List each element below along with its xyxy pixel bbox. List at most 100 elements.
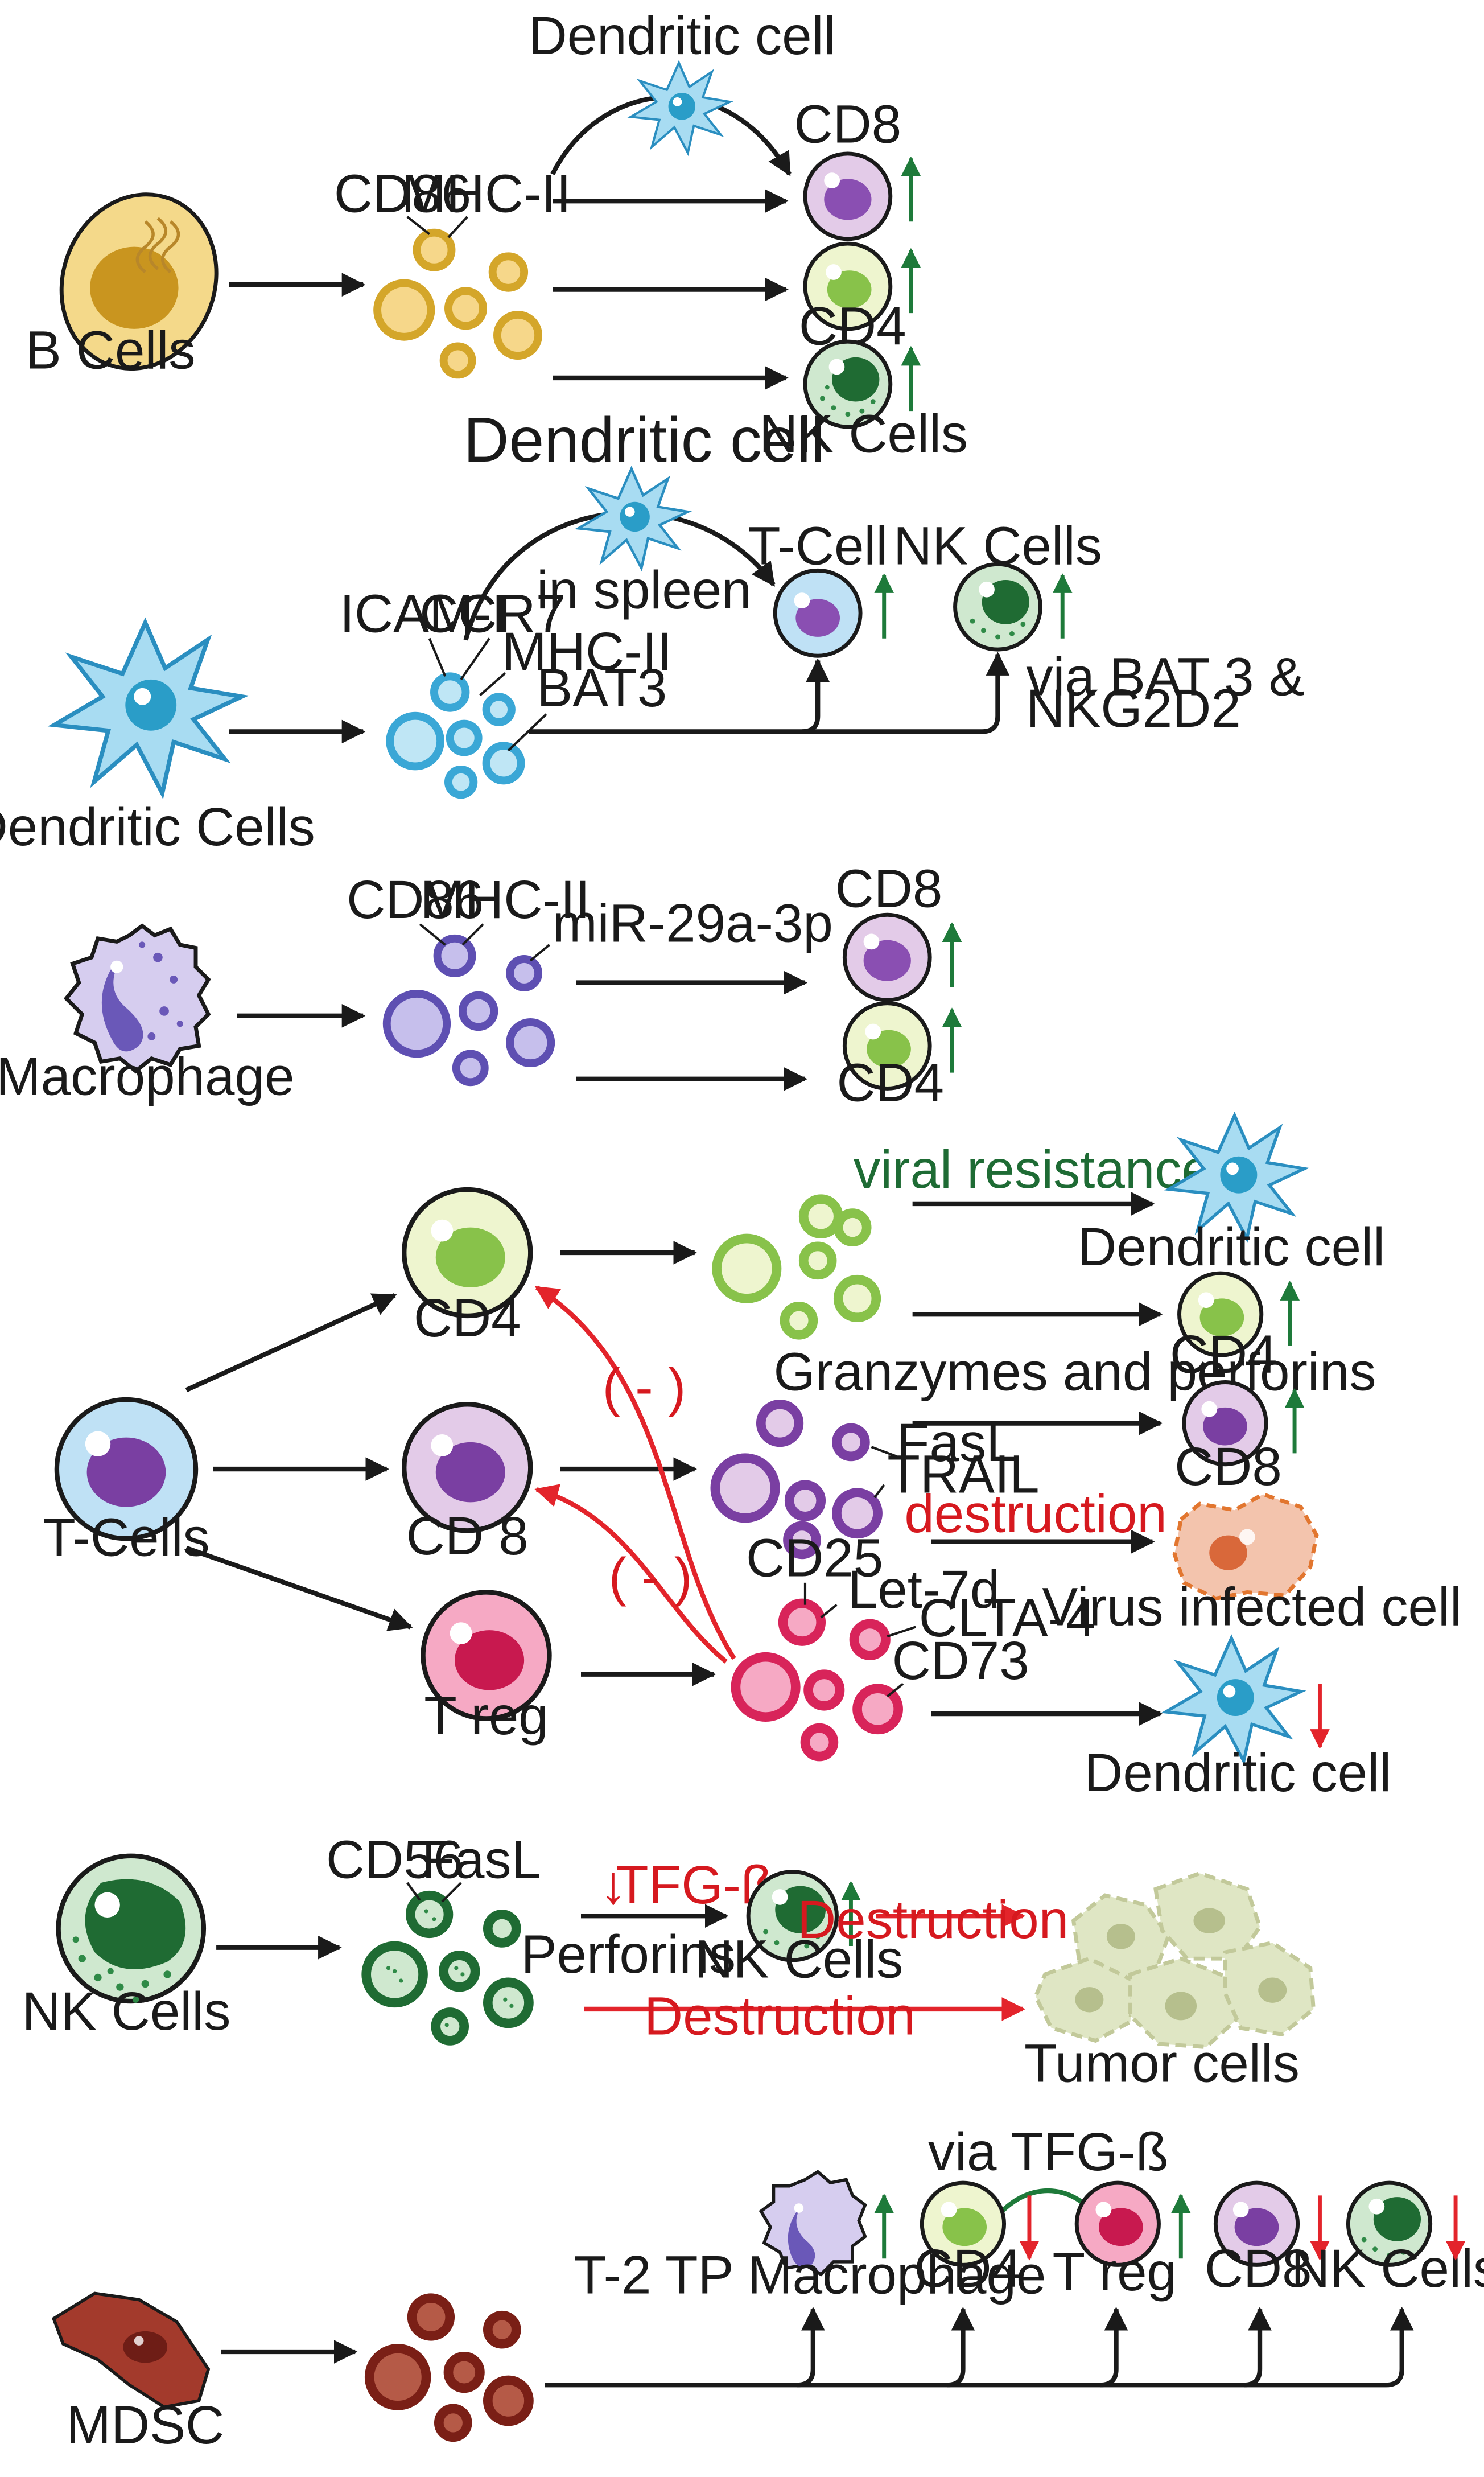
mdsc-target-label-treg: T reg: [1053, 2242, 1177, 2302]
mdsc-arrow-treg: [1100, 2306, 1128, 2388]
macrophage-exo-label-cd86: CD86: [347, 870, 484, 929]
dc-via-label-line2: NKG2D2: [1026, 678, 1240, 738]
dc-spleen-dendritic-cell: [579, 468, 688, 568]
mdsc-target-macrophage-cell: [759, 2170, 867, 2277]
nk-destruction-label-1: Destruction: [797, 1890, 1069, 1949]
nk-target-cell: [746, 1870, 839, 1962]
macrophage-target-cd4-cell: [842, 1001, 932, 1091]
bcell-target-cd8-label: CD8: [794, 94, 902, 154]
tcell-treg-inhibit-cd8-arrow: [534, 1484, 728, 1664]
tcell-right-label-virus: Virus infected cell: [1042, 1577, 1462, 1637]
bcell-source-label: B Cells: [26, 320, 196, 380]
macrophage-source-label: Macrophage: [0, 1047, 294, 1106]
nk-tumor-label: Tumor cells: [1024, 2034, 1300, 2093]
dc-exo-label-mhcii: MHC-II: [502, 622, 672, 681]
dc-nk-cell: [953, 562, 1042, 652]
bcell-target-nk-cell: [803, 339, 893, 429]
mdsc-source-label: MDSC: [66, 2395, 224, 2455]
mdsc-arrow-cd8: [1244, 2306, 1272, 2388]
dc-nk-label: NK Cells: [893, 516, 1102, 575]
tcell-source-label: T-Cells: [43, 1508, 210, 1567]
mdsc-target-treg-cell: [1074, 2180, 1161, 2267]
tcell-right-label-cd4: CD4: [1170, 1324, 1277, 1384]
nk-tgf-label: TFG-ß: [616, 1855, 774, 1915]
tcell-cd4-exosomes: [712, 1194, 881, 1340]
mdsc-arrow-macrophage: [797, 2306, 825, 2388]
nk-exo-label-cd56: CD56: [326, 1830, 463, 1890]
bcell-dc-label: Dendritic cell: [529, 6, 836, 65]
dc-source-label: Dendritic Cells: [0, 797, 315, 857]
bcell-exosomes: [373, 228, 543, 379]
dc-arrow-to-nk: [802, 652, 1010, 734]
section-bcell: B Cells CD86 MHC-II Dendritic cell CD8: [26, 6, 968, 463]
tcell-treg-label: T reg: [424, 1686, 548, 1746]
mdsc-exosomes: [364, 2293, 534, 2442]
tcell-cd8-cell: [402, 1402, 533, 1533]
tcell-treg-exosomes: [731, 1598, 903, 1762]
nk-exo-label-perforins: Perforins: [521, 1924, 736, 1984]
mdsc-target-label-cd8: CD8: [1205, 2239, 1312, 2298]
tcell-cd4-cell: [402, 1187, 533, 1319]
nk-source-cell: [56, 1853, 207, 2004]
tcell-right-label-dc2: Dendritic cell: [1084, 1743, 1391, 1803]
bcell-exo-label-mhcii: MHC-II: [401, 164, 571, 224]
nk-exosomes: [361, 1890, 534, 2046]
section-dc: Dendritic Cells ICAM-I CCR7 MHC-II BAT3 …: [0, 405, 1305, 857]
nk-target-label: NK Cells: [694, 1929, 903, 1989]
tcell-treg-cell: [421, 1590, 552, 1721]
dc-exo-label-bat3: BAT3: [537, 658, 667, 718]
tcell-granzymes-label: Granzymes and perforins: [773, 1342, 1376, 1401]
nk-tumor-cells: [1033, 1871, 1316, 2050]
macrophage-target-cd4-label: CD4: [836, 1053, 944, 1113]
nk-tgf-down-arrow: ↓: [600, 1855, 626, 1915]
bcell-target-nk-label: NK Cells: [759, 404, 968, 463]
section-nk: NK Cells CD56 FasL Perforins ↓ TFG-ß NK …: [22, 1830, 1316, 2093]
tcell-inhibit-label-2: ( - ): [609, 1547, 692, 1607]
macrophage-exo-label-mhcii: MHC-II: [421, 870, 591, 929]
section-mdsc: MDSC via TFG-ß T-2 TP Macrophage: [51, 2122, 1484, 2455]
tcell-arrow-cd4: [185, 1293, 397, 1393]
tcell-treg-inhibit-cd4-arrow: [534, 1285, 736, 1660]
tcell-right-label-dc1: Dendritic cell: [1078, 1217, 1385, 1277]
tcell-right-cd4-cell: [1177, 1271, 1264, 1357]
dc-spleen-label: in spleen: [537, 560, 752, 620]
mdsc-target-nk-cell: [1346, 2180, 1433, 2267]
tcell-treg-exo-cd73: CD73: [892, 1631, 1029, 1690]
tcell-treg-exo-clta4: CLTA-4: [919, 1588, 1096, 1648]
mdsc-arrow-cd4: [947, 2306, 975, 2388]
mdsc-source-cell: [51, 2291, 211, 2409]
macrophage-target-cd8-label: CD8: [835, 858, 943, 918]
dc-tcell-label: T-Cell: [748, 516, 888, 575]
tcell-cd8-exo-trail: TRAIL: [887, 1445, 1039, 1504]
mdsc-target-cd4-cell: [920, 2180, 1007, 2267]
bcell-exo-label-cd86: CD86: [334, 164, 471, 224]
tcell-cd8-exosomes: [710, 1399, 883, 1560]
dc-mid-label: Dendritic cell: [463, 405, 825, 475]
section-macrophage: Macrophage CD86 MHC-II miR-29a-3p CD8: [0, 858, 962, 1113]
dc-exo-label-ccr7: CCR7: [419, 584, 566, 644]
dc-exosomes: [386, 672, 525, 799]
tcell-treg-exo-let7d: Let-7d: [848, 1560, 1000, 1619]
mdsc-target-label-cd4: CD4: [914, 2239, 1021, 2298]
bcell-target-cd8-cell: [803, 151, 893, 241]
dc-tcell-cell: [773, 568, 863, 658]
bcell-source-cell: [59, 192, 219, 371]
nk-exo-label-fasl: FasL: [422, 1830, 541, 1890]
tcell-treg-exo-cd25: CD25: [746, 1528, 883, 1588]
dc-source-cell: [54, 623, 242, 793]
mdsc-target-cd8-cell: [1213, 2180, 1300, 2267]
mdsc-arrow-nk: [545, 2306, 1414, 2388]
tcell-right-cd8-cell: [1182, 1380, 1268, 1467]
section-tcell: T-Cells CD4 CD 8 T reg: [43, 1116, 1462, 1803]
bcell-target-cd4-cell: [803, 241, 893, 331]
tcell-inhibit-label-1: ( - ): [603, 1357, 686, 1417]
nk-source-label: NK Cells: [22, 1981, 231, 2041]
nk-destruction-label-2: Destruction: [644, 1986, 916, 2046]
tcell-viral-label: viral resistance: [854, 1139, 1211, 1199]
tcell-arrow-treg: [186, 1545, 413, 1631]
tcell-right-label-cd8: CD8: [1174, 1437, 1282, 1496]
bcell-dendritic-cell: [629, 61, 731, 154]
tcell-virus-infected-cell: [1172, 1492, 1319, 1601]
